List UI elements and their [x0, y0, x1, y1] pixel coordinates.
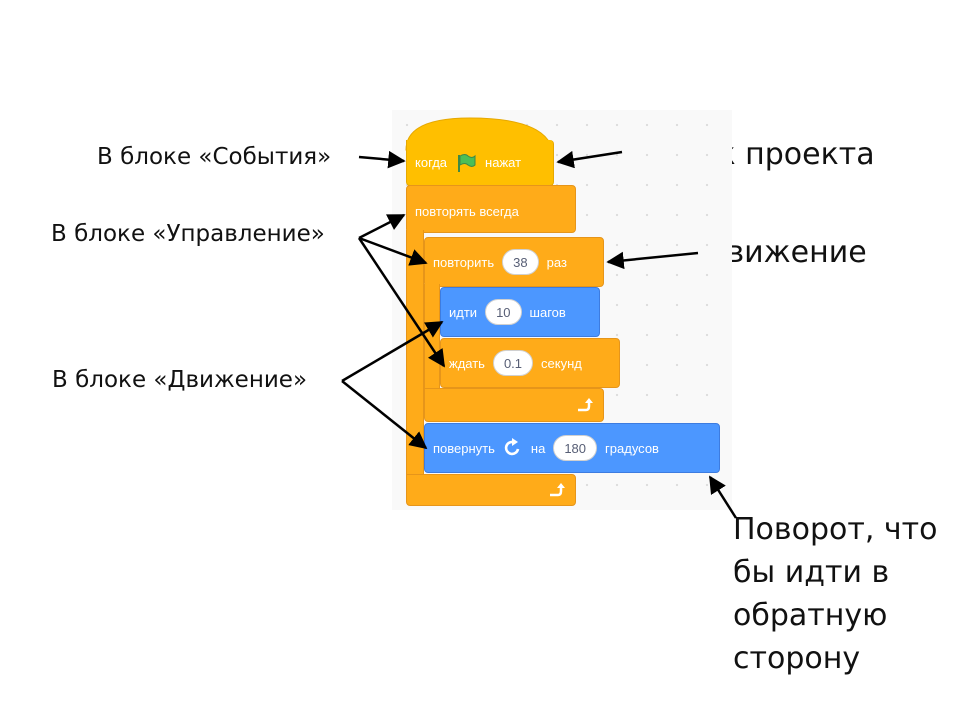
- repeat-footer: [424, 388, 604, 422]
- arrow-control-to-repeat: [358, 236, 428, 266]
- turn-label: повернуть: [433, 440, 495, 456]
- label-motion-block: В блоке «Движение»: [52, 367, 308, 393]
- arrow-note-to-turn: [708, 475, 738, 519]
- turn-on-label: на: [530, 440, 546, 456]
- arrow-control-to-forever: [358, 213, 406, 240]
- repeat-label: повторить: [433, 254, 495, 270]
- label-control-block: В блоке «Управление»: [51, 221, 325, 247]
- loop-arrow-icon: [575, 397, 593, 413]
- arrow-start-to-hat: [556, 150, 623, 169]
- forever-arm: [406, 230, 424, 480]
- repeat-unit-label: раз: [546, 254, 567, 270]
- rotate-clockwise-icon: [503, 438, 523, 458]
- wait-unit-label: секунд: [541, 355, 582, 371]
- arrow-motion-to-turn: [341, 380, 428, 450]
- arrow-events-to-hat: [358, 150, 406, 169]
- when-label: когда: [415, 155, 448, 170]
- arrow-motion-to-move: [341, 320, 444, 383]
- turn-degrees-input[interactable]: 180: [553, 435, 598, 461]
- forever-block[interactable]: повторять всегда: [406, 185, 576, 233]
- clicked-label: нажат: [485, 155, 522, 170]
- move-steps-block[interactable]: идти 10 шагов: [440, 287, 600, 337]
- forever-label: повторять всегда: [415, 204, 519, 219]
- loop-arrow-icon: [547, 482, 565, 498]
- move-steps-input[interactable]: 10: [485, 299, 522, 325]
- arrow-control-to-wait: [357, 237, 446, 368]
- wait-seconds-input[interactable]: 0.1: [492, 350, 534, 376]
- arrow-movement-to-repeat: [606, 251, 699, 270]
- repeat-block[interactable]: повторить 38 раз: [424, 237, 604, 287]
- wait-label: ждать: [449, 355, 485, 371]
- move-label: идти: [449, 304, 478, 320]
- turn-unit-label: градусов: [605, 440, 659, 456]
- green-flag-icon: [455, 153, 477, 173]
- label-turn-note: Поворот, что бы идти в обратную сторону: [733, 512, 938, 676]
- wait-block[interactable]: ждать 0.1 секунд: [440, 338, 620, 388]
- move-unit-label: шагов: [529, 304, 566, 320]
- repeat-count-input[interactable]: 38: [502, 249, 539, 275]
- label-events-block: В блоке «События»: [97, 144, 332, 170]
- forever-footer: [406, 474, 576, 506]
- turn-block[interactable]: повернуть на 180 градусов: [424, 423, 720, 473]
